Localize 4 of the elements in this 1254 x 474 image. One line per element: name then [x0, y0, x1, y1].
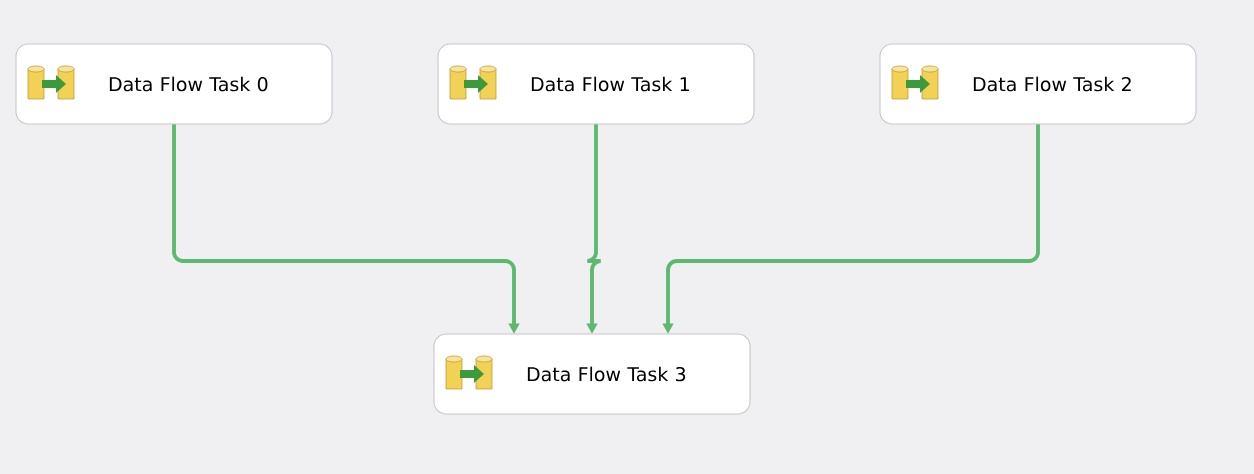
task-box: Data Flow Task 1 [437, 43, 755, 125]
task-box: Data Flow Task 3 [433, 333, 751, 415]
task-box: Data Flow Task 0 [15, 43, 333, 125]
task-box: Data Flow Task 2 [879, 43, 1197, 125]
